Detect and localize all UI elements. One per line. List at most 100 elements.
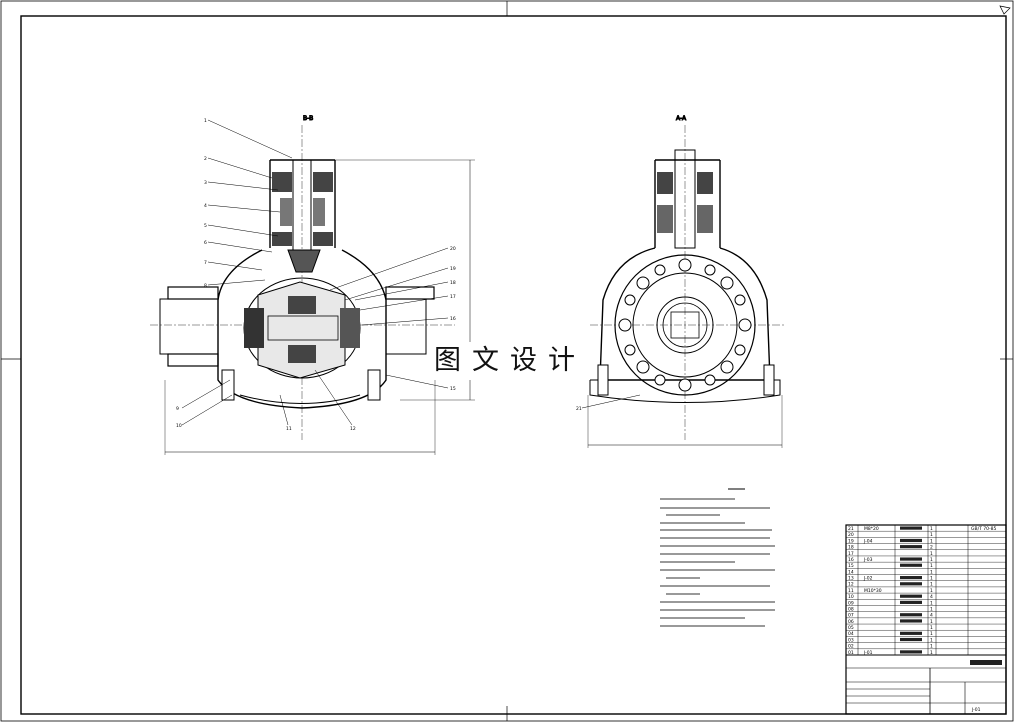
technical-notes — [660, 488, 775, 627]
bom-cell-qty: 1 — [930, 600, 933, 606]
bom-cell-no: 04 — [848, 631, 854, 637]
bom-name-redacted — [900, 545, 922, 549]
bom-cell-qty: 4 — [930, 613, 933, 619]
bom-name-redacted — [900, 532, 922, 536]
bom-cell-qty: 1 — [930, 631, 933, 637]
bom-name-redacted — [900, 644, 922, 648]
bom-name-redacted — [900, 526, 922, 530]
bom-cell-qty: 4 — [930, 594, 933, 600]
bom-cell-no: 19 — [848, 538, 854, 544]
balloon-5: 5 — [204, 223, 207, 229]
bom-cell-no: 06 — [848, 619, 854, 625]
bom-name-redacted — [900, 625, 922, 629]
bom-cell-no: 21 — [848, 526, 854, 532]
title-block — [845, 524, 1007, 715]
right-section-label: A-A — [676, 115, 687, 122]
bom-cell-no: 05 — [848, 625, 854, 631]
bom-cell-qty: 1 — [930, 637, 933, 643]
bom-cell-qty: 1 — [930, 576, 933, 582]
bom-name-redacted — [900, 631, 922, 635]
bom-cell-qty: 1 — [930, 551, 933, 557]
balloon-2: 2 — [204, 156, 207, 162]
bom-name-redacted — [900, 576, 922, 580]
bom-name-redacted — [900, 588, 922, 592]
bom-name-redacted — [900, 538, 922, 543]
balloon-16: 16 — [450, 316, 456, 322]
bom-cell-code: J-03 — [863, 557, 873, 563]
bom-cell-std: GB/T 70-85 — [971, 526, 996, 532]
bom-cell-no: 07 — [848, 613, 854, 619]
watermark: 图文设计 — [430, 342, 590, 380]
bom-cell-no: 01 — [848, 650, 854, 656]
bom-name-redacted — [900, 600, 922, 604]
bom-cell-no: 03 — [848, 637, 854, 643]
bom-cell-no: 09 — [848, 600, 854, 606]
bom-table: 21 M8*20 1 GB/T 70-85 20 1 19 J-04 1 18 2 17 1 16 J-03… — [846, 526, 1006, 656]
bom-cell-code: J-01 — [863, 650, 873, 656]
bom-cell-qty: 1 — [930, 526, 933, 532]
bom-cell-qty: 1 — [930, 532, 933, 538]
bom-cell-qty: 2 — [930, 545, 933, 551]
bom-cell-qty: 1 — [930, 619, 933, 625]
bom-name-redacted — [900, 613, 922, 617]
balloon-11: 11 — [286, 426, 292, 432]
bom-cell-code: M8*20 — [864, 526, 879, 532]
bom-cell-no: 18 — [848, 545, 854, 551]
bom-cell-no: 17 — [848, 551, 854, 557]
inner-frame — [20, 15, 1007, 715]
balloon-20: 20 — [450, 246, 456, 252]
bom-cell-no: 13 — [848, 576, 854, 582]
balloon-12: 12 — [350, 426, 356, 432]
bom-cell-no: 20 — [848, 532, 854, 538]
drawing-number: J-01 — [971, 707, 981, 713]
balloon-4: 4 — [204, 203, 207, 209]
balloon-19: 19 — [450, 266, 456, 272]
bom-name-redacted — [900, 551, 922, 555]
left-section-label: B-B — [303, 115, 313, 122]
bom-cell-code: M10*30 — [864, 588, 882, 594]
bom-cell-code: J-04 — [863, 538, 873, 544]
bom-name-redacted — [900, 606, 922, 611]
bom-cell-no: 16 — [848, 557, 854, 563]
balloon-8: 8 — [204, 283, 207, 289]
bom-cell-qty: 1 — [930, 650, 933, 656]
balloon-6: 6 — [204, 240, 207, 246]
bom-name-redacted — [900, 650, 922, 654]
balloon-21: 21 — [576, 406, 582, 412]
balloon-9: 9 — [176, 406, 179, 412]
bom-cell-code: J-02 — [863, 576, 873, 582]
bom-cell-qty: 1 — [930, 563, 933, 569]
bom-name-redacted — [900, 563, 922, 567]
bom-cell-qty: 1 — [930, 569, 933, 575]
bom-cell-qty: 1 — [930, 644, 933, 650]
balloon-10: 10 — [176, 423, 182, 429]
bom-cell-no: 10 — [848, 594, 854, 600]
bom-cell-no: 15 — [848, 563, 854, 569]
right-section-view: A-A — [581, 115, 785, 448]
bom-cell-qty: 1 — [930, 588, 933, 594]
bom-name-redacted — [900, 582, 922, 586]
balloon-3: 3 — [204, 180, 207, 186]
bom-name-redacted — [900, 637, 922, 642]
balloon-18: 18 — [450, 280, 456, 286]
left-balloon-numbers: 1 2 3 4 5 6 7 8 9 10 11 12 20 19 18 17 1… — [176, 118, 456, 432]
bom-cell-no: 14 — [848, 569, 854, 575]
balloon-7: 7 — [204, 260, 207, 266]
bom-cell-no: 12 — [848, 582, 854, 588]
bom-cell-qty: 1 — [930, 625, 933, 631]
bom-cell-qty: 1 — [930, 582, 933, 588]
bom-cell-no: 08 — [848, 606, 854, 612]
bom-name-redacted — [900, 569, 922, 574]
left-section-view: B-B — [150, 115, 475, 455]
balloon-1: 1 — [204, 118, 207, 124]
balloon-17: 17 — [450, 294, 456, 300]
bom-cell-qty: 1 — [930, 606, 933, 612]
balloon-15: 15 — [450, 386, 456, 392]
bom-cell-qty: 1 — [930, 557, 933, 563]
bom-name-redacted — [900, 557, 922, 561]
bom-name-redacted — [900, 619, 922, 623]
bom-name-redacted — [900, 594, 922, 598]
bom-cell-no: 02 — [848, 644, 854, 650]
